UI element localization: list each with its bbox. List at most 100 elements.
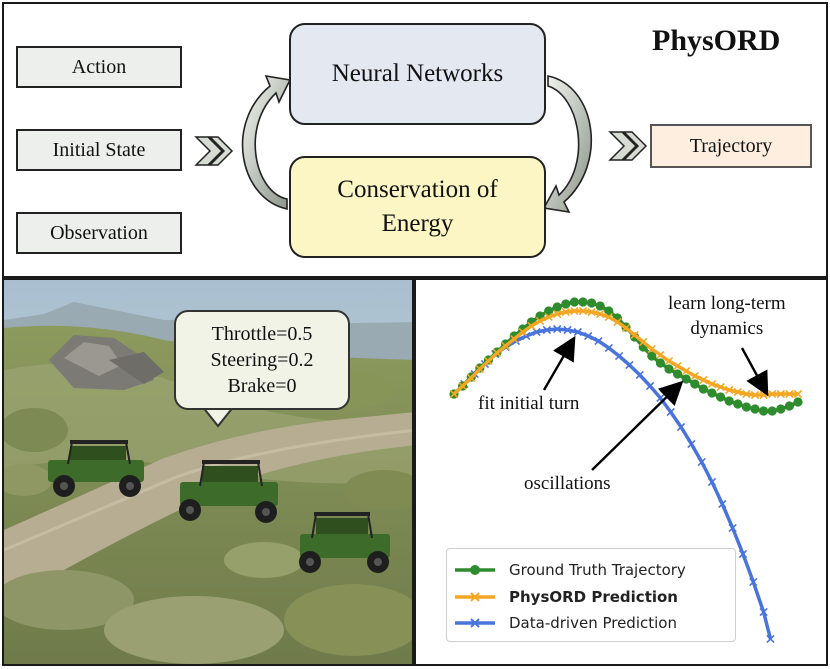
data-point-ground-truth: [604, 306, 614, 316]
data-point-physord: [793, 389, 803, 399]
data-point-data-driven: [625, 360, 634, 370]
data-point-data-driven: [749, 577, 758, 587]
legend-swatch-ground-truth: [455, 565, 495, 575]
trajectory-output-box: Trajectory: [650, 124, 812, 168]
observation-input-box: Observation: [16, 212, 182, 254]
data-point-physord: [690, 371, 699, 381]
data-point-physord: [768, 389, 777, 399]
data-point-physord: [716, 382, 725, 392]
data-point-data-driven: [766, 634, 775, 644]
data-point-data-driven: [614, 351, 624, 361]
brake-value: Brake=0: [227, 375, 297, 397]
data-point-physord: [544, 312, 553, 322]
data-point-data-driven: [687, 439, 696, 449]
chart-legend: Ground Truth Trajectory PhysORD Predicti…: [446, 548, 736, 642]
left-cycle-arrow: [241, 74, 292, 210]
data-point-ground-truth: [552, 302, 562, 312]
data-point-ground-truth: [716, 392, 726, 402]
output-chevron-icon: [608, 131, 648, 161]
fit-turn-arrow: [542, 335, 576, 391]
data-point-data-driven: [594, 336, 603, 346]
data-point-physord: [501, 341, 510, 351]
data-point-physord: [449, 389, 459, 399]
data-point-physord: [527, 321, 536, 331]
trajectory-label: Trajectory: [689, 134, 773, 157]
data-point-physord: [604, 312, 613, 322]
data-point-physord: [458, 381, 467, 391]
data-point-data-driven: [645, 381, 655, 391]
data-point-ground-truth: [655, 358, 665, 368]
data-point-data-driven: [666, 407, 675, 417]
data-point-ground-truth: [767, 406, 777, 416]
steering-value: Steering=0.2: [210, 349, 314, 371]
legend-label-ground-truth: Ground Truth Trajectory: [509, 561, 686, 579]
data-point-physord: [535, 316, 545, 326]
right-cycle-arrow: [542, 75, 593, 214]
data-point-ground-truth: [759, 406, 769, 416]
data-point-physord: [510, 334, 519, 344]
control-inputs-bubble: Throttle=0.5 Steering=0.2 Brake=0: [174, 310, 350, 410]
long-term-annotation: learn long-term dynamics: [668, 292, 786, 341]
data-point-data-driven: [738, 549, 748, 559]
data-point-data-driven: [728, 523, 737, 533]
diagram-title: PhysORD: [652, 24, 781, 57]
input-chevron-icon: [194, 136, 234, 166]
data-point-data-driven: [553, 324, 562, 334]
data-point-data-driven: [718, 499, 727, 509]
data-point-ground-truth: [707, 388, 717, 398]
data-point-ground-truth: [587, 298, 597, 308]
data-point-physord: [561, 307, 570, 317]
data-point-ground-truth: [724, 396, 734, 406]
data-point-ground-truth: [784, 401, 794, 411]
data-point-ground-truth: [733, 399, 743, 409]
data-point-data-driven: [583, 331, 593, 341]
data-point-data-driven: [573, 327, 583, 337]
observation-label: Observation: [50, 221, 148, 244]
neural-networks-label: Neural Networks: [331, 60, 504, 87]
oscillations-arrow: [591, 380, 684, 471]
data-point-data-driven: [635, 370, 644, 380]
data-point-physord: [733, 387, 742, 397]
data-point-data-driven: [707, 477, 717, 487]
action-label: Action: [71, 55, 127, 78]
conservation-label-line2: Energy: [381, 210, 454, 237]
data-point-physord: [553, 309, 562, 319]
data-point-ground-truth: [741, 402, 751, 412]
utv-vehicle-1: [48, 440, 144, 497]
data-point-ground-truth: [595, 301, 605, 311]
data-point-data-driven: [604, 343, 613, 353]
throttle-value: Throttle=0.5: [211, 323, 313, 345]
trajectory-comparison-panel: learn long-term dynamics fit initial tur…: [414, 278, 828, 666]
data-point-physord: [776, 389, 785, 399]
data-point-ground-truth: [544, 306, 554, 316]
data-point-physord: [578, 306, 588, 316]
annotation-arrows: [542, 335, 769, 471]
data-point-physord: [613, 317, 622, 327]
data-point-physord: [630, 330, 639, 340]
data-point-physord: [699, 375, 708, 385]
data-point-physord: [639, 337, 648, 347]
data-point-physord: [656, 350, 665, 360]
data-point-physord: [621, 323, 631, 333]
data-point-physord: [467, 373, 476, 383]
data-point-ground-truth: [569, 297, 579, 307]
action-input-box: Action: [16, 46, 182, 88]
utv-vehicle-3: [299, 512, 390, 573]
data-point-ground-truth: [793, 397, 803, 407]
data-point-ground-truth: [647, 351, 657, 361]
data-point-data-driven: [697, 457, 706, 467]
long-term-line2: dynamics: [690, 317, 764, 339]
legend-item-physord: PhysORD Prediction: [453, 584, 678, 610]
data-point-ground-truth: [750, 404, 760, 414]
data-point-physord: [707, 379, 717, 389]
utv-vehicle-2: [179, 460, 278, 523]
legend-item-data-driven: Data-driven Prediction: [453, 610, 677, 636]
data-point-physord: [596, 309, 605, 319]
initial-state-label: Initial State: [52, 138, 146, 161]
data-point-ground-truth: [681, 374, 691, 384]
data-point-ground-truth: [561, 299, 571, 309]
data-point-physord: [673, 361, 682, 371]
data-point-ground-truth: [776, 404, 786, 414]
fit-initial-turn-annotation: fit initial turn: [478, 393, 580, 414]
data-point-physord: [492, 348, 502, 358]
